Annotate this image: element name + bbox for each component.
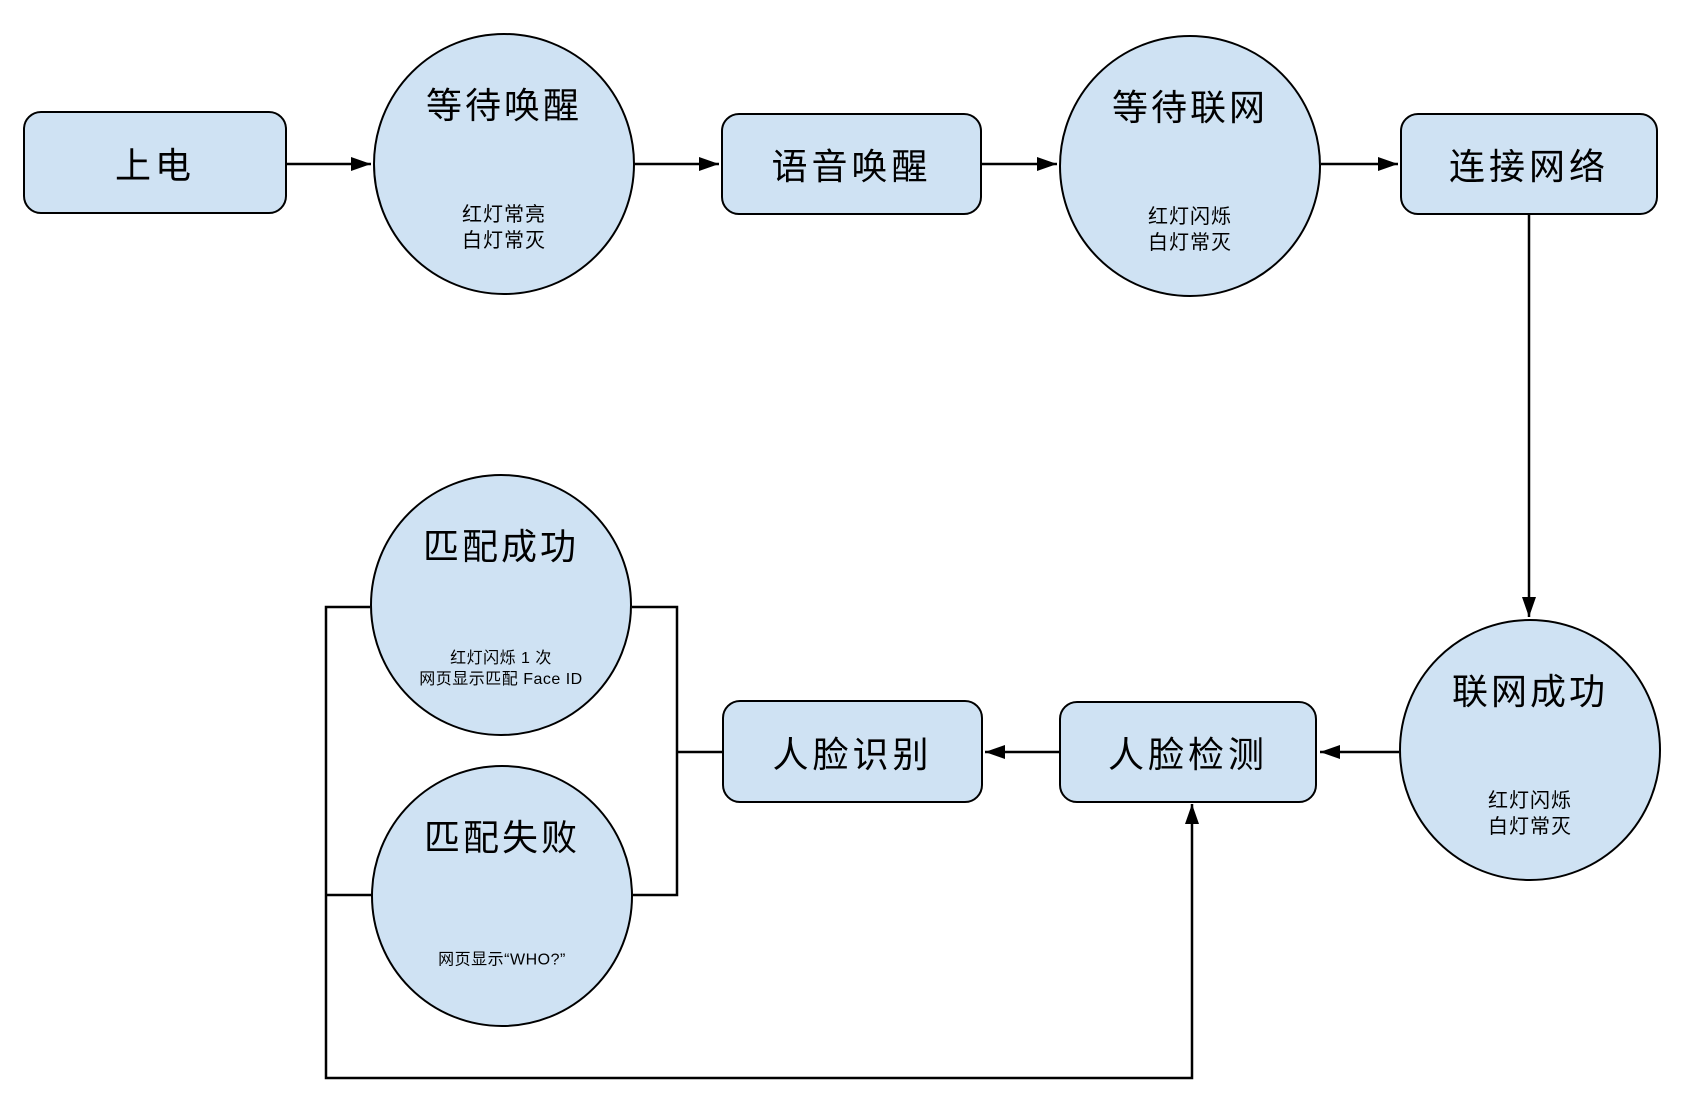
- node-network-success-status: 红灯闪烁 白灯常灭: [1401, 788, 1659, 840]
- node-face-recognize-label: 人脸识别: [772, 733, 933, 775]
- status-line: 白灯常灭: [1488, 816, 1572, 838]
- node-match-fail: 匹配失败 网页显示“WHO?”: [371, 765, 633, 1027]
- node-wait-wake-title: 等待唤醒: [425, 85, 582, 126]
- node-match-fail-title: 匹配失败: [423, 817, 580, 858]
- node-network-success: 联网成功 红灯闪烁 白灯常灭: [1399, 619, 1661, 881]
- node-match-success-title: 匹配成功: [422, 526, 579, 567]
- status-line: 红灯常亮: [462, 204, 546, 226]
- status-line: 白灯常灭: [1148, 232, 1232, 254]
- node-match-success-status: 红灯闪烁 1 次 网页显示匹配 Face ID: [372, 648, 630, 690]
- node-wait-wake: 等待唤醒 红灯常亮 白灯常灭: [373, 33, 635, 295]
- node-power-on: 上电: [23, 111, 287, 214]
- node-connect-network: 连接网络: [1400, 113, 1658, 215]
- node-face-detect: 人脸检测: [1059, 701, 1317, 803]
- node-face-recognize: 人脸识别: [722, 700, 983, 803]
- node-wait-network-status: 红灯闪烁 白灯常灭: [1061, 204, 1319, 256]
- status-line: 网页显示“WHO?”: [438, 951, 566, 969]
- status-line: 白灯常灭: [462, 230, 546, 252]
- status-line: 红灯闪烁: [1148, 206, 1232, 228]
- status-line: 红灯闪烁: [1488, 790, 1572, 812]
- status-line: 网页显示匹配 Face ID: [419, 671, 583, 688]
- status-line: 红灯闪烁 1 次: [450, 650, 552, 667]
- node-power-on-label: 上电: [114, 144, 195, 186]
- node-network-success-title: 联网成功: [1451, 671, 1608, 712]
- node-voice-wake-label: 语音唤醒: [771, 146, 932, 187]
- connector-face-recognize-branch-bus: [632, 605, 722, 897]
- node-voice-wake: 语音唤醒: [721, 113, 982, 215]
- node-match-success: 匹配成功 红灯闪烁 1 次 网页显示匹配 Face ID: [370, 474, 632, 736]
- node-face-detect-label: 人脸检测: [1107, 734, 1268, 775]
- node-wait-wake-status: 红灯常亮 白灯常灭: [375, 202, 633, 254]
- node-match-fail-status: 网页显示“WHO?”: [373, 950, 631, 971]
- connector-match-loop-to-face-detect: [324, 605, 1199, 1080]
- node-wait-network-title: 等待联网: [1111, 87, 1268, 128]
- node-connect-network-label: 连接网络: [1448, 146, 1609, 187]
- node-wait-network: 等待联网 红灯闪烁 白灯常灭: [1059, 35, 1321, 297]
